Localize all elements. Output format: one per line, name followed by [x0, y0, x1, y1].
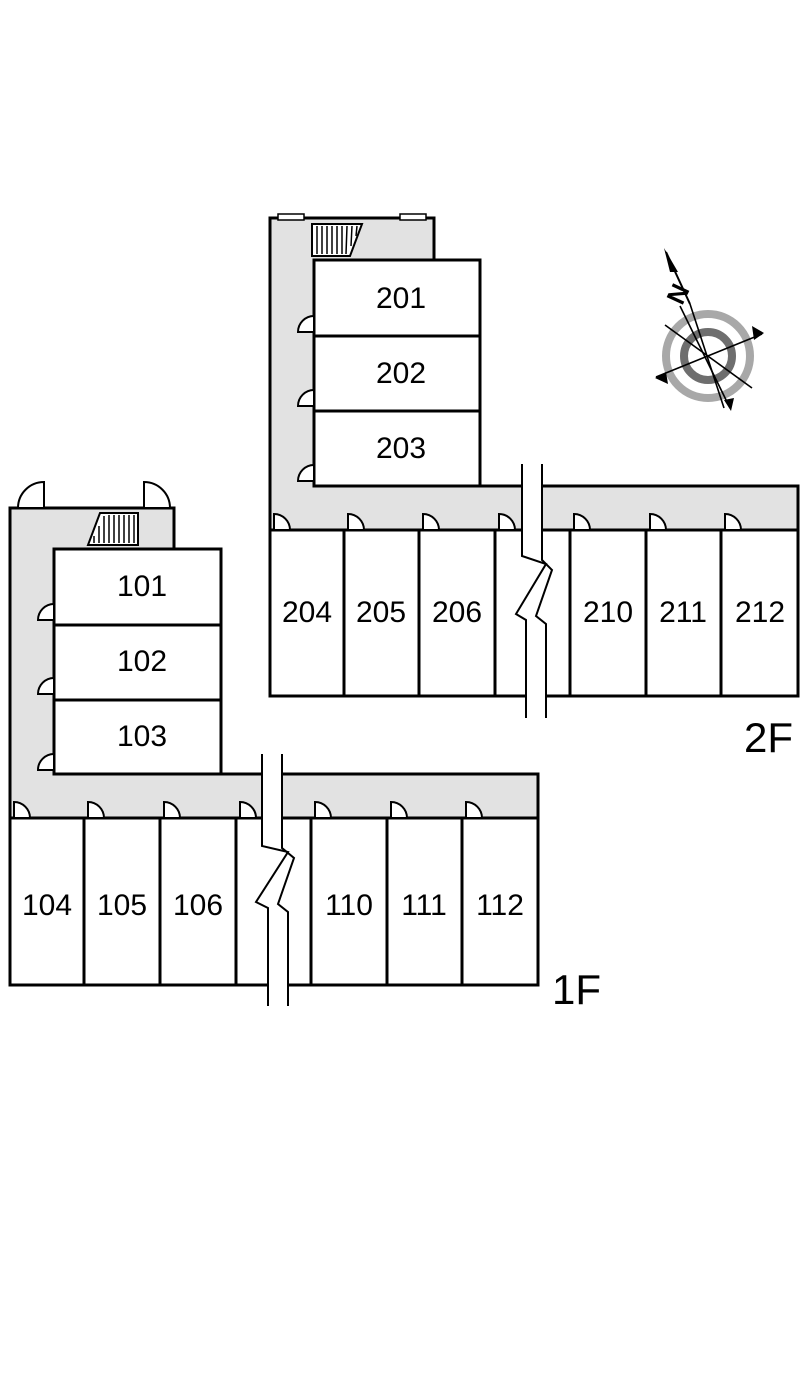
room-label-105: 105 [97, 889, 147, 922]
room-101 [52, 547, 223, 627]
room-label-212: 212 [735, 596, 785, 629]
room-206 [417, 528, 497, 698]
room-labels-1f: 101 102 103 104 105 106 110 111 112 [22, 570, 524, 922]
room-label-205: 205 [356, 596, 406, 629]
room-label-102: 102 [117, 645, 167, 678]
room-label-106: 106 [173, 889, 223, 922]
floor-label-1f: 1F [552, 966, 601, 1013]
compass-inner-ring [680, 328, 736, 384]
room-label-201: 201 [376, 282, 426, 315]
room-label-206: 206 [432, 596, 482, 629]
room-111 [385, 816, 464, 987]
compass: N [655, 248, 764, 411]
room-212 [719, 528, 800, 698]
compass-outer-ring [662, 310, 754, 402]
room-label-103: 103 [117, 720, 167, 753]
room-label-202: 202 [376, 357, 426, 390]
room-label-210: 210 [583, 596, 633, 629]
room-203 [312, 409, 482, 488]
room-103 [52, 698, 223, 776]
floor-1f: 101 102 103 104 105 106 110 111 112 1F [8, 480, 601, 1013]
room-204 [268, 528, 346, 698]
room-label-203: 203 [376, 432, 426, 465]
room-labels-2f: 201 202 203 204 205 206 210 211 212 [282, 282, 785, 629]
room-label-211: 211 [659, 596, 707, 629]
room-210 [568, 528, 648, 698]
doors-1f [13, 602, 484, 819]
entrance-doors-1f [16, 480, 172, 509]
staircase-1f [86, 512, 139, 546]
room-102 [52, 623, 223, 702]
room-201 [312, 258, 482, 338]
staircase-2f [311, 223, 364, 257]
floor-label-2f: 2F [744, 714, 793, 761]
room-label-112: 112 [476, 889, 524, 922]
room-205 [342, 528, 421, 698]
room-202 [312, 334, 482, 413]
compass-spokes [655, 303, 763, 409]
room-112 [460, 816, 540, 987]
opening-2f-left [277, 213, 305, 221]
room-label-110: 110 [325, 889, 373, 922]
break-marker-1f [254, 754, 296, 1006]
break-marker-2f [514, 464, 554, 718]
room-label-101: 101 [117, 570, 167, 603]
floor-2f: 201 202 203 204 205 206 210 211 212 2F [268, 213, 800, 761]
room-label-204: 204 [282, 596, 332, 629]
room-104 [8, 816, 86, 987]
room-label-111: 111 [401, 889, 447, 922]
opening-2f-right [399, 213, 427, 221]
room-label-104: 104 [22, 889, 72, 922]
doors-2f [273, 314, 743, 531]
